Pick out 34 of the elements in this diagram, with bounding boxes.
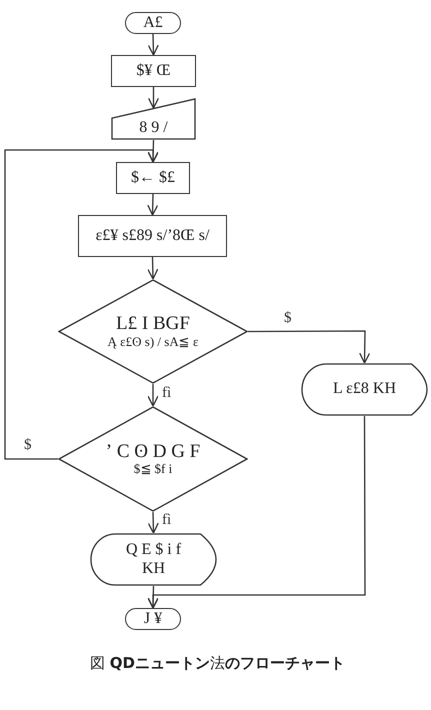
node-label: A£: [143, 14, 163, 32]
flow-arrow: [147, 416, 366, 609]
node-label: ʼ C ʘ D G F: [106, 440, 200, 462]
flow-arrow: [147, 194, 158, 216]
node-label: L ɛ£8 KH: [332, 380, 397, 399]
terminal-shape: [125, 608, 181, 630]
flow-arrow: [148, 512, 159, 534]
node-label: $← $£: [131, 168, 175, 188]
display-shape: [301, 363, 428, 416]
display-shape: [90, 533, 217, 586]
process-box: [111, 55, 196, 87]
node-label: Q E $ i f KH: [124, 541, 182, 578]
node-label: J ¥: [144, 610, 162, 628]
node-label: ɛ£¥ s£89 s/ʼ8Œ s/: [96, 226, 210, 246]
decision-diamond: [58, 279, 248, 384]
process-box: [78, 215, 227, 257]
process-box: [116, 162, 190, 194]
flow-arrow: [148, 87, 160, 109]
flow-arrow: [148, 34, 159, 56]
node-label: $≦ $f i: [134, 462, 172, 478]
decision-diamond: [58, 406, 248, 512]
edge-label: $: [282, 311, 294, 326]
figure-caption: 図 QDニュートン法のフローチャート: [90, 653, 345, 674]
flow-arrow: [248, 330, 370, 364]
edge-label: $: [22, 438, 34, 453]
node-label: 8 9 /: [139, 118, 168, 137]
manual-input-shape: [111, 98, 196, 140]
flow-arrow: [147, 256, 158, 280]
flow-arrow: [147, 384, 159, 407]
node-label: Ą ɛ£ʘ s) / sA≦ ε: [108, 334, 198, 350]
flow-arrow: [4, 149, 159, 460]
terminal-shape: [125, 12, 181, 34]
node-label: $¥ Œ: [136, 62, 171, 80]
node-label: L£ I BGF: [116, 313, 190, 335]
